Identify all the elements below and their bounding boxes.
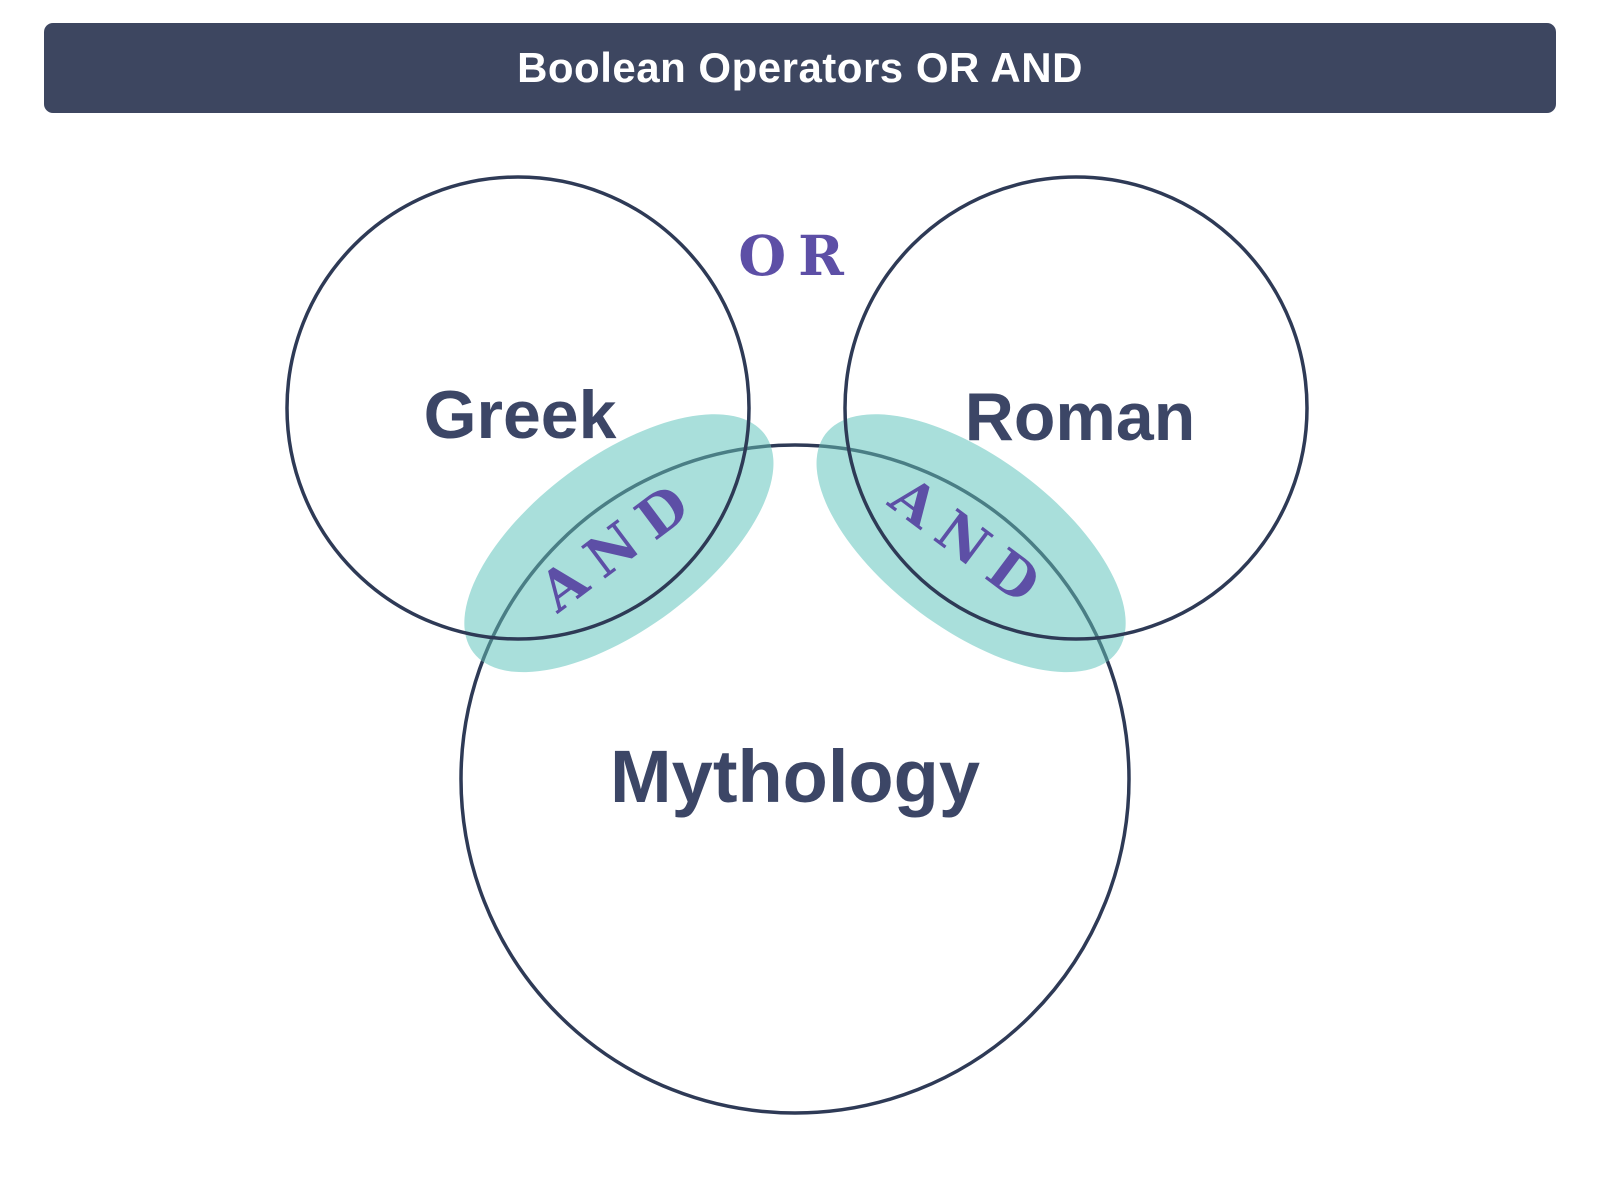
roman-circle: [843, 175, 1309, 641]
roman-label: Roman: [965, 379, 1195, 455]
mythology-label: Mythology: [610, 735, 980, 818]
and-intersection-left-highlight: [464, 414, 774, 673]
mythology-circle: [459, 443, 1131, 1115]
greek-circle: [285, 175, 751, 641]
title-bar: Boolean Operators OR AND: [44, 23, 1556, 113]
or-operator-label: OR: [738, 223, 856, 288]
page-title: Boolean Operators OR AND: [517, 44, 1083, 91]
lens-right: [844, 448, 1098, 640]
greek-label: Greek: [424, 377, 617, 453]
lens-left: [492, 448, 746, 640]
and-intersection-right-highlight: [816, 414, 1126, 673]
